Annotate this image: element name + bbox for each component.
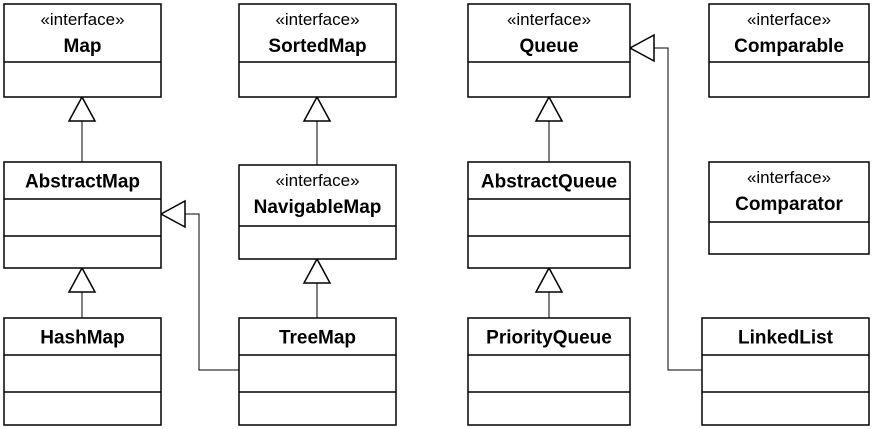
class-box-outline — [708, 161, 870, 255]
class-stereotype: «interface» — [40, 10, 124, 29]
class-box-abstractqueue: AbstractQueue — [467, 161, 631, 269]
class-box-outline — [238, 164, 397, 260]
class-box-linkedlist: LinkedList — [701, 317, 870, 426]
class-box-sortedmap: «interface» SortedMap — [238, 3, 397, 98]
class-name: Queue — [519, 36, 578, 57]
generalization-arrowhead-icon — [534, 266, 564, 293]
relation-line — [185, 213, 239, 371]
class-box-abstractmap: AbstractMap — [3, 161, 162, 269]
generalization-linkedlist-to-queue — [628, 33, 702, 371]
class-name: AbstractQueue — [481, 172, 617, 193]
class-box-outline — [3, 161, 162, 269]
generalization-arrowhead-icon — [628, 33, 655, 63]
generalization-abstractqueue-to-queue — [534, 95, 564, 162]
class-box-navigablemap: «interface» NavigableMap — [238, 164, 397, 260]
class-box-outline — [3, 3, 162, 98]
class-box-outline — [467, 161, 631, 269]
generalization-navigablemap-to-sortedmap — [302, 95, 332, 165]
class-box-comparator: «interface» Comparator — [708, 161, 870, 255]
class-name: NavigableMap — [254, 197, 382, 218]
class-stereotype: «interface» — [275, 10, 359, 29]
class-box-hashmap: HashMap — [3, 317, 162, 426]
classes-layer: «interface»Map«interface»SortedMap«inter… — [3, 3, 870, 426]
generalization-arrowhead-icon — [159, 199, 186, 229]
generalization-arrowhead-icon — [302, 95, 332, 122]
generalization-treemap-to-abstractmap — [159, 199, 239, 371]
class-stereotype: «interface» — [747, 10, 831, 29]
class-box-outline — [467, 317, 631, 426]
class-box-outline — [701, 317, 870, 426]
class-name: Comparator — [735, 194, 843, 215]
generalization-priorityqueue-to-abstractqueue — [534, 266, 564, 318]
class-name: PriorityQueue — [486, 328, 612, 349]
generalization-arrowhead-icon — [67, 266, 97, 293]
generalization-arrowhead-icon — [302, 257, 332, 284]
class-box-priorityqueue: PriorityQueue — [467, 317, 631, 426]
class-name: AbstractMap — [25, 172, 140, 193]
class-box-queue: «interface» Queue — [467, 3, 631, 98]
class-stereotype: «interface» — [747, 168, 831, 187]
class-name: Comparable — [734, 36, 844, 57]
relations-layer — [67, 33, 702, 371]
class-box-map: «interface» Map — [3, 3, 162, 98]
generalization-arrowhead-icon — [67, 95, 97, 122]
class-box-outline — [3, 317, 162, 426]
class-name: SortedMap — [268, 36, 366, 57]
class-stereotype: «interface» — [507, 10, 591, 29]
generalization-treemap-to-navigablemap — [302, 257, 332, 318]
generalization-abstractmap-to-map — [67, 95, 97, 162]
class-name: HashMap — [40, 328, 124, 349]
class-box-comparable: «interface» Comparable — [708, 3, 870, 98]
class-box-outline — [467, 3, 631, 98]
generalization-arrowhead-icon — [534, 95, 564, 122]
class-box-treemap: TreeMap — [238, 317, 397, 426]
class-box-outline — [238, 3, 397, 98]
class-name: LinkedList — [738, 328, 834, 349]
class-stereotype: «interface» — [275, 171, 359, 190]
class-name: TreeMap — [279, 328, 356, 349]
class-box-outline — [238, 317, 397, 426]
class-box-outline — [708, 3, 870, 98]
relation-line — [654, 47, 702, 371]
class-name: Map — [64, 36, 102, 57]
generalization-hashmap-to-abstractmap — [67, 266, 97, 318]
